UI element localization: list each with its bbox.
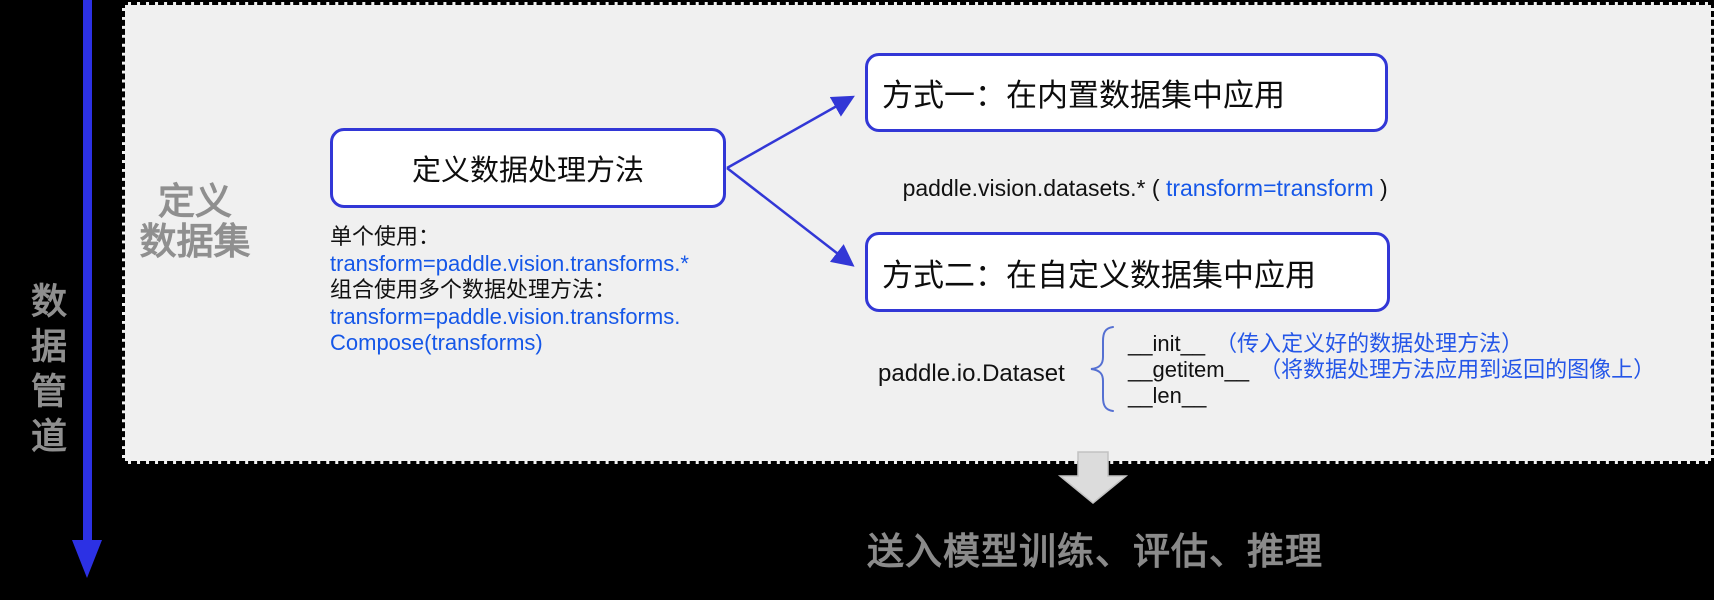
method-item: __getitem__ （将数据处理方法应用到返回的图像上） <box>1128 357 1655 383</box>
pipeline-down-arrow-icon <box>72 0 102 578</box>
method-name: __init__ <box>1128 331 1206 356</box>
usage-line: 单个使用： <box>330 224 441 249</box>
dataset-class-name: paddle.io.Dataset <box>878 360 1065 387</box>
method1-code-suffix: ) <box>1373 175 1388 201</box>
method-item: __len__ <box>1128 383 1655 409</box>
method1-box: 方式一：在内置数据集中应用 <box>865 53 1388 132</box>
transform-usage-notes: 单个使用： transform=paddle.vision.transforms… <box>330 224 689 357</box>
stage-label-line1: 定义 <box>158 181 232 222</box>
define-transforms-box: 定义数据处理方法 <box>330 128 726 208</box>
method-name: __len__ <box>1128 383 1207 408</box>
method1-code-arg: transform=transform <box>1165 175 1374 201</box>
method2-box: 方式二：在自定义数据集中应用 <box>865 232 1390 312</box>
usage-line: transform=paddle.vision.transforms.* <box>330 250 689 276</box>
method1-code: paddle.vision.datasets.* ( transform=tra… <box>877 148 1388 229</box>
usage-line: Compose(transforms) <box>330 330 543 355</box>
stage-label-line2: 数据集 <box>139 221 251 262</box>
method-name: __getitem__ <box>1128 357 1250 382</box>
footer-label: 送入模型训练、评估、推理 <box>867 531 1323 572</box>
method-item: __init__ （传入定义好的数据处理方法） <box>1128 331 1655 357</box>
method1-code-prefix: paddle.vision.datasets.* ( <box>902 175 1166 201</box>
method-note: （将数据处理方法应用到返回的图像上） <box>1259 357 1656 382</box>
pipeline-vertical-label: 数据管道 <box>26 282 67 462</box>
dataset-methods-list: __init__ （传入定义好的数据处理方法） __getitem__ （将数据处理… <box>1128 331 1655 409</box>
stage-label: 定义 数据集 <box>138 182 252 262</box>
method-note: （传入定义好的数据处理方法） <box>1215 331 1524 356</box>
usage-line: 组合使用多个数据处理方法： <box>330 277 617 302</box>
usage-line: transform=paddle.vision.transforms. <box>330 303 681 329</box>
